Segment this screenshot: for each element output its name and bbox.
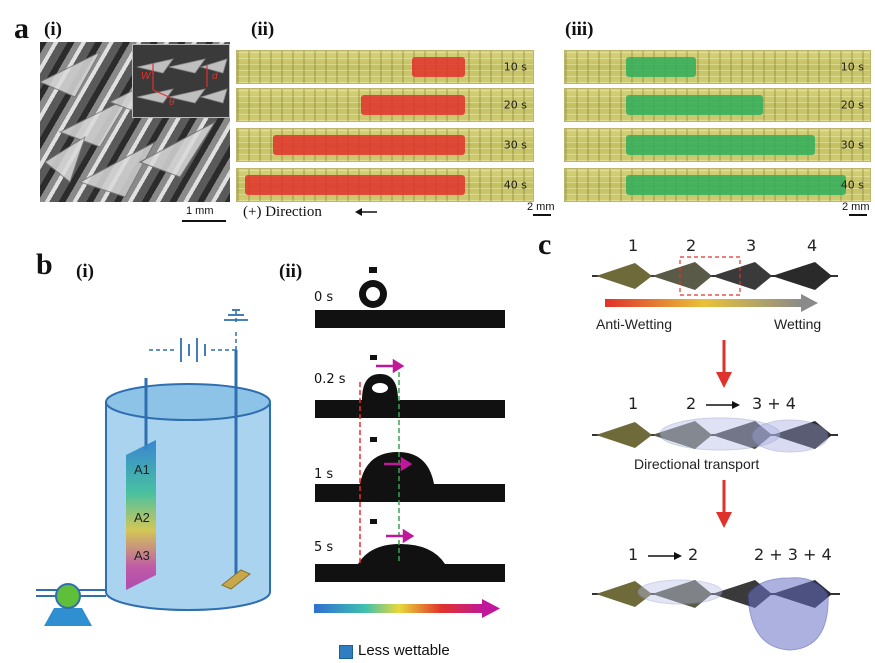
panel-a-label: a <box>14 12 29 45</box>
wettability-gradient-arrow <box>314 599 500 618</box>
panel-b-ii-label: (ii) <box>279 261 303 282</box>
inset-symbol-theta: θ <box>169 97 175 108</box>
directional-transport-caption: Directional transport <box>634 456 760 472</box>
wetting-gradient-arrow <box>605 294 818 312</box>
direction-arrow-icon <box>353 205 379 224</box>
strips-iii-liquid-front <box>626 175 846 195</box>
strips-iii-liquid-front <box>626 57 697 77</box>
strips-iii-frame: 20 s <box>564 88 871 122</box>
panel-a-iii-label: (iii) <box>565 19 594 40</box>
strips-iii-time-label: 40 s <box>840 178 864 192</box>
panel-b-label: b <box>36 248 53 281</box>
panel-b-i-label: (i) <box>76 261 94 282</box>
strips-ii-frame: 30 s <box>236 128 534 162</box>
c-mid-3: 3 + 4 <box>752 394 796 413</box>
panel-a-ii-label: (ii) <box>251 19 275 40</box>
anti-wetting-label: Anti-Wetting <box>596 316 672 332</box>
process-arrow-2 <box>716 480 732 528</box>
region-a1: A1 <box>134 462 150 477</box>
strips-iii-time-label: 10 s <box>840 60 864 74</box>
droplet-sequence <box>315 267 505 582</box>
bottom-transfer-arrow-icon <box>648 552 682 560</box>
strips-iii-frame: 40 s <box>564 168 871 202</box>
electrowetting-tank-diagram <box>36 309 271 626</box>
c-mid-1: 1 <box>628 394 639 413</box>
region-a2: A2 <box>134 510 150 525</box>
c-num-1: 1 <box>628 236 639 255</box>
time-label-0: 0 s <box>314 290 334 305</box>
spine-fiber-top <box>592 256 838 296</box>
sem-inset: W d θ <box>132 44 230 118</box>
strips-ii-liquid-front <box>245 175 465 195</box>
panel-c-label: c <box>538 228 552 261</box>
strips-ii-time-label: 10 s <box>503 60 527 74</box>
strips-ii-liquid-front <box>411 57 465 77</box>
strips-ii-time-label: 20 s <box>503 98 527 112</box>
inset-symbol-w: W <box>141 71 151 82</box>
c-bot-2: 2 <box>688 545 699 564</box>
region-a3: A3 <box>134 548 150 563</box>
time-label-2: 1 s <box>314 467 334 482</box>
inset-symbol-d: d <box>212 71 218 82</box>
scale-label-a-i: 1 mm <box>186 205 214 217</box>
wetting-label: Wetting <box>774 316 822 332</box>
direction-label: (+) Direction <box>243 204 322 220</box>
process-arrow-1 <box>716 340 732 388</box>
sem-spine-image: W d θ <box>40 42 230 202</box>
mid-transfer-arrow-icon <box>706 401 740 409</box>
strips-ii-liquid-front <box>361 95 465 115</box>
strips-iii-liquid-front <box>626 95 764 115</box>
time-label-3: 5 s <box>314 540 334 555</box>
c-bot-3: 2 + 3 + 4 <box>754 545 832 564</box>
spine-fiber-bottom <box>592 577 840 651</box>
strips-iii-frame: 30 s <box>564 128 871 162</box>
c-bot-1: 1 <box>628 545 639 564</box>
c-mid-2: 2 <box>686 394 697 413</box>
scale-bar-a-iii <box>849 214 867 216</box>
scale-label-a-ii: 2 mm <box>527 201 555 213</box>
strips-ii-liquid-front <box>272 135 465 155</box>
legend-swatch <box>339 645 353 659</box>
strips-iii-time-label: 30 s <box>840 138 864 152</box>
strips-ii-frame: 20 s <box>236 88 534 122</box>
panel-a-i-label: (i) <box>44 19 62 40</box>
scale-bar-a-ii <box>533 214 551 216</box>
spine-fiber-mid <box>592 417 838 453</box>
strips-ii-frame: 40 s <box>236 168 534 202</box>
scale-label-a-iii: 2 mm <box>842 201 870 213</box>
c-num-4: 4 <box>807 236 818 255</box>
c-num-3: 3 <box>746 236 757 255</box>
strips-iii-liquid-front <box>626 135 816 155</box>
strips-ii-time-label: 30 s <box>503 138 527 152</box>
c-num-2: 2 <box>686 236 697 255</box>
time-label-1: 0.2 s <box>314 372 346 387</box>
strips-ii-frame: 10 s <box>236 50 534 84</box>
strips-iii-frame: 10 s <box>564 50 871 84</box>
strips-ii-time-label: 40 s <box>503 178 527 192</box>
scale-bar-a-i <box>182 220 226 222</box>
strips-iii-time-label: 20 s <box>840 98 864 112</box>
legend-label: Less wettable <box>358 642 450 659</box>
